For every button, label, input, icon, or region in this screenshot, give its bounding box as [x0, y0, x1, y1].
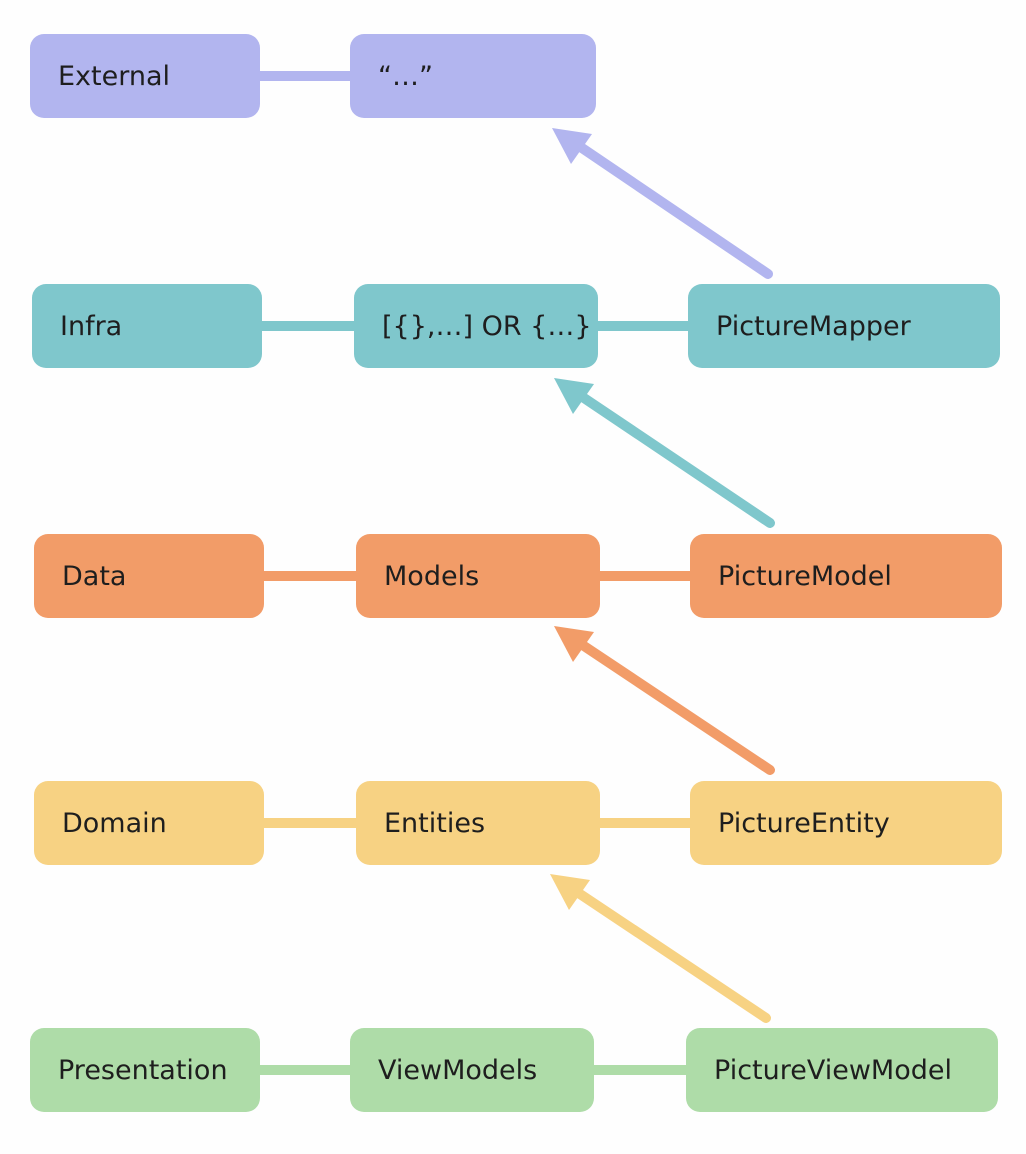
domain-item-box: Entities — [356, 781, 600, 865]
data-mapper-label: PictureModel — [718, 560, 892, 592]
external-item-label: “…” — [378, 60, 433, 92]
infra-mapper-label: PictureMapper — [716, 310, 911, 342]
data-mapper-box: PictureModel — [690, 534, 1002, 618]
data-layer-box: Data — [34, 534, 264, 618]
presentation-mapper-label: PictureViewModel — [714, 1054, 952, 1086]
external-layer-box: External — [30, 34, 260, 118]
presentation-item-box: ViewModels — [350, 1028, 594, 1112]
presentation-item-label: ViewModels — [378, 1054, 538, 1086]
infra-item-label: [{},…] OR {…} — [382, 310, 592, 342]
data-layer-label: Data — [62, 560, 127, 592]
arrow-data-to-infra — [554, 378, 775, 528]
presentation-mapper-box: PictureViewModel — [686, 1028, 998, 1112]
arrow-presentation-to-domain — [550, 874, 771, 1023]
infra-layer-box: Infra — [32, 284, 262, 368]
domain-mapper-label: PictureEntity — [718, 807, 890, 839]
arrow-infra-to-external — [552, 128, 773, 279]
domain-item-label: Entities — [384, 807, 486, 839]
external-layer-label: External — [58, 60, 171, 92]
presentation-layer-box: Presentation — [30, 1028, 260, 1112]
arrow-domain-to-data — [554, 626, 775, 775]
infra-layer-label: Infra — [60, 310, 123, 342]
presentation-layer-label: Presentation — [58, 1054, 228, 1086]
infra-mapper-box: PictureMapper — [688, 284, 1000, 368]
infra-item-box: [{},…] OR {…} — [354, 284, 598, 368]
domain-layer-box: Domain — [34, 781, 264, 865]
external-item-box: “…” — [350, 34, 596, 118]
data-item-box: Models — [356, 534, 600, 618]
domain-layer-label: Domain — [62, 807, 167, 839]
data-item-label: Models — [384, 560, 480, 592]
domain-mapper-box: PictureEntity — [690, 781, 1002, 865]
